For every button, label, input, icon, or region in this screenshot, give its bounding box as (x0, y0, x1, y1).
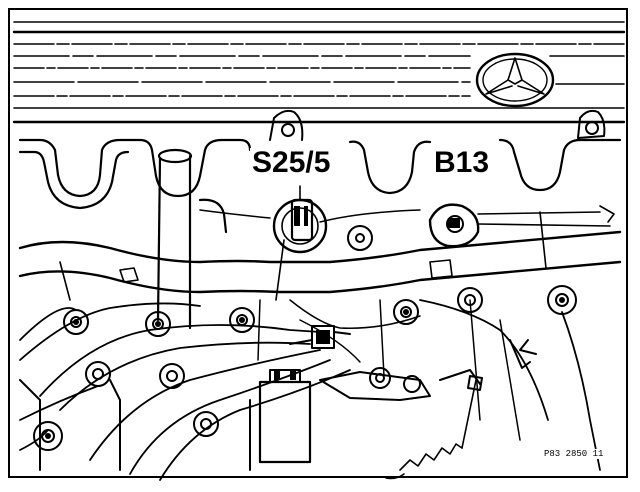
figure-reference-code: P83 2850 11 (542, 449, 606, 459)
center-connector (289, 325, 351, 349)
s25-5-switch (272, 185, 373, 301)
intake-rail (18, 230, 622, 301)
callout-b13: B13 (432, 146, 492, 179)
vertical-pipe (156, 148, 228, 330)
three-pointed-star-icon (475, 52, 555, 108)
lifting-eye (269, 109, 606, 141)
callout-s25-5: S25/5 (250, 146, 333, 179)
valve-cover-wave (18, 138, 622, 210)
engine-block-lower (19, 339, 537, 471)
shade-fills (45, 206, 565, 439)
injection-lines (19, 299, 601, 481)
tension-spring (385, 375, 483, 480)
diagram-frame (8, 8, 628, 478)
engine-cover-bands (12, 21, 626, 124)
b13-sensor (428, 203, 615, 269)
